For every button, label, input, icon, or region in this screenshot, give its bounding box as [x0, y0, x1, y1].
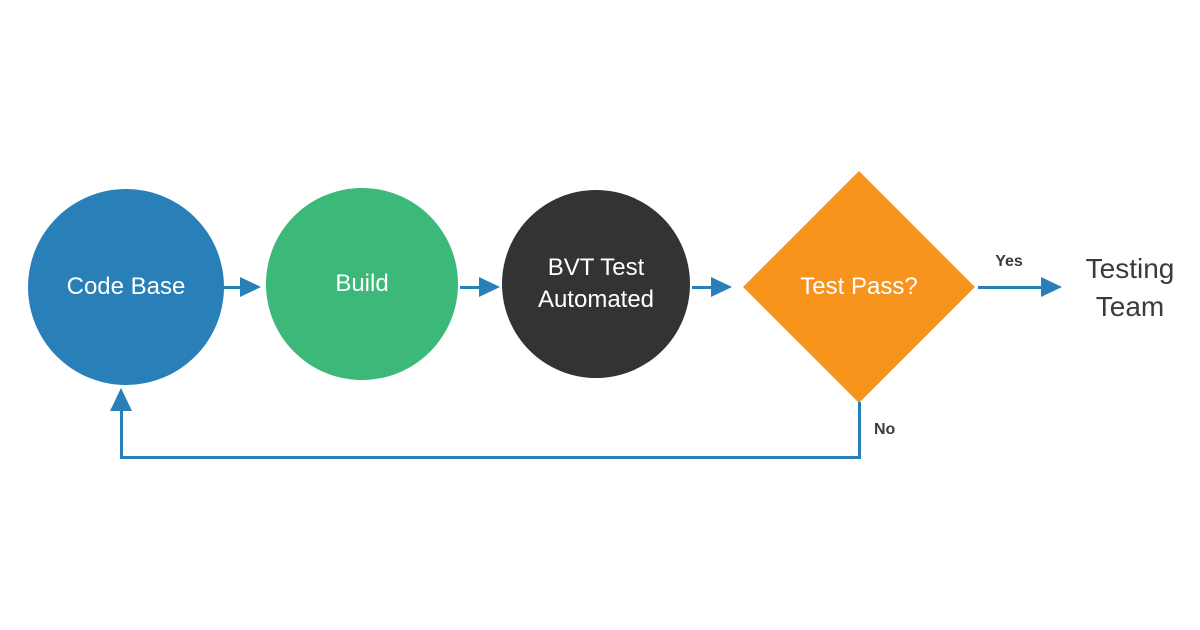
arrow-no-up-segment [120, 411, 123, 459]
arrow-build-to-bvt-line [460, 286, 480, 289]
node-build-label: Build [335, 270, 389, 297]
node-test-pass-label: Test Pass? [800, 273, 918, 300]
arrow-bvt-to-test-pass-head-icon [711, 277, 732, 297]
arrow-yes-head-icon [1041, 277, 1062, 297]
arrow-no-head-icon [110, 388, 132, 411]
node-code-base-label: Code Base [66, 273, 186, 300]
arrow-code-base-to-build-line [221, 286, 241, 289]
arrow-bvt-to-test-pass-line [692, 286, 712, 289]
node-bvt-test: BVT Test Automated [502, 190, 690, 378]
edge-label-no: No [874, 421, 896, 438]
edge-label-yes: Yes [995, 253, 1023, 270]
arrow-no-horizontal-segment [120, 456, 861, 459]
node-code-base: Code Base [28, 189, 224, 385]
node-build: Build [266, 188, 458, 380]
arrow-no-down-segment [858, 402, 861, 458]
arrow-yes-line [978, 286, 1041, 289]
node-bvt-test-label: BVT Test Automated [537, 254, 655, 313]
arrow-code-base-to-build-head-icon [240, 277, 261, 297]
arrow-build-to-bvt-head-icon [479, 277, 500, 297]
node-testing-team-label: Testing Team [1085, 253, 1175, 322]
